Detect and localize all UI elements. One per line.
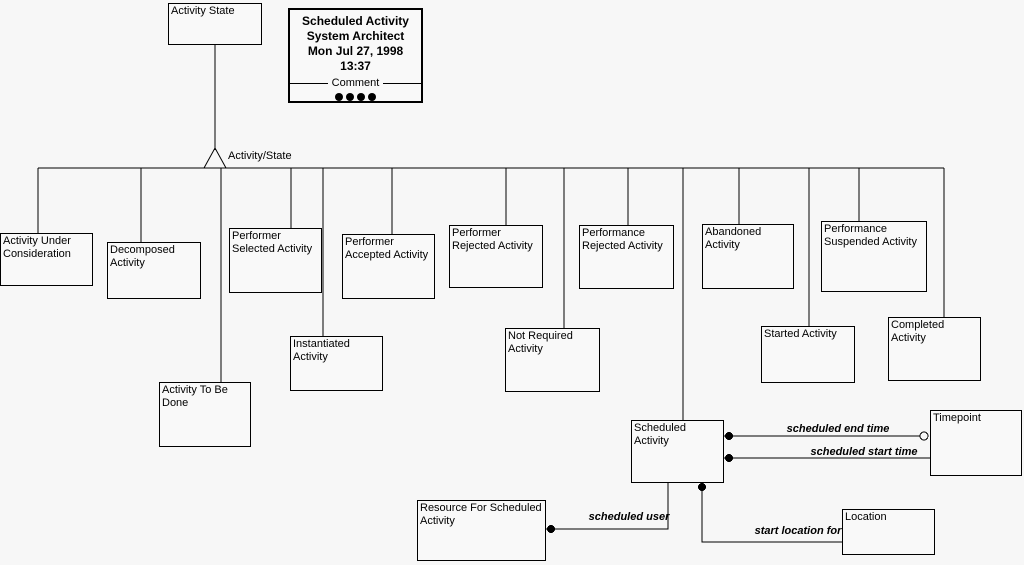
title-date: Mon Jul 27, 1998 [307,44,404,58]
node-location[interactable]: Location [842,509,935,555]
comment-dot-icon [368,93,376,101]
node-label: Not Required Activity [508,330,573,355]
node-label: Performer Rejected Activity [452,227,533,252]
relationship-line-start-location-for [701,483,842,543]
divider-line [383,82,421,84]
node-label: Location [845,511,887,523]
node-performance-suspended-activity[interactable]: Performance Suspended Activity [821,221,927,292]
node-label: Performer Accepted Activity [345,236,429,261]
filled-dot-icon [725,454,733,462]
title-tool-name: System Architect [306,29,405,43]
node-label: Completed Activity [891,319,945,344]
relationship-label-start-location-for: start location for [754,525,842,537]
node-scheduled-activity[interactable]: Scheduled Activity [631,420,724,483]
branch-label: Activity/State [228,150,292,162]
filled-dot-icon [725,432,733,440]
node-started-activity[interactable]: Started Activity [761,326,855,383]
node-performance-rejected-activity[interactable]: Performance Rejected Activity [579,225,674,289]
relationship-label-scheduled-end-time: scheduled end time [786,423,890,435]
node-label: Decomposed Activity [110,244,175,269]
node-resource-for-scheduled-activity[interactable]: Resource For Scheduled Activity [417,500,546,561]
title-time: 13:37 [340,59,371,73]
node-instantiated-activity[interactable]: Instantiated Activity [290,336,383,391]
node-activity-state[interactable]: Activity State [168,3,262,45]
filled-dot-icon [698,483,706,491]
node-timepoint[interactable]: Timepoint [930,410,1022,476]
comment-dots [290,93,421,101]
node-label: Activity To Be Done [162,384,228,409]
node-activity-under-consideration[interactable]: Activity Under Consideration [0,233,93,286]
node-label: Started Activity [764,328,837,340]
node-decomposed-activity[interactable]: Decomposed Activity [107,242,201,299]
node-label: Performance Suspended Activity [824,223,917,248]
title-block[interactable]: Scheduled Activity System Architect Mon … [288,8,423,103]
comment-divider: Comment [290,77,421,89]
node-performer-accepted-activity[interactable]: Performer Accepted Activity [342,234,435,299]
comment-dot-icon [357,93,365,101]
node-completed-activity[interactable]: Completed Activity [888,317,981,381]
node-label: Timepoint [933,412,981,424]
open-circle-icon [919,431,929,441]
comment-dot-icon [346,93,354,101]
node-label: Abandoned Activity [705,226,762,251]
node-activity-to-be-done[interactable]: Activity To Be Done [159,382,251,447]
divider-line [290,82,328,84]
hierarchy-triangle-icon [203,146,227,169]
node-abandoned-activity[interactable]: Abandoned Activity [702,224,794,289]
filled-dot-icon [547,525,555,533]
title-model-name: Scheduled Activity [302,14,409,28]
node-label: Activity Under Consideration [3,235,71,260]
node-label: Scheduled Activity [634,422,686,447]
relationship-line-scheduled-user [546,483,669,530]
node-performer-rejected-activity[interactable]: Performer Rejected Activity [449,225,543,288]
node-not-required-activity[interactable]: Not Required Activity [505,328,600,392]
node-label: Instantiated Activity [293,338,350,363]
comment-label: Comment [331,77,380,89]
node-label: Performer Selected Activity [232,230,313,255]
relationship-label-scheduled-start-time: scheduled start time [810,446,918,458]
relationship-label-scheduled-user: scheduled user [588,511,670,523]
node-label: Activity State [171,5,235,17]
node-label: Resource For Scheduled Activity [420,502,542,527]
node-performer-selected-activity[interactable]: Performer Selected Activity [229,228,322,293]
comment-dot-icon [335,93,343,101]
node-label: Performance Rejected Activity [582,227,663,252]
